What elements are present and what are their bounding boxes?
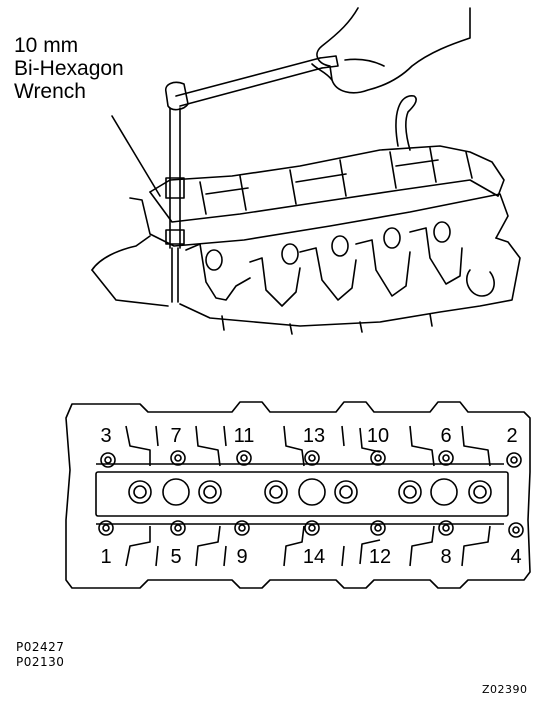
- engine-block-outline: [91, 235, 151, 271]
- figure-code-3: Z02390: [482, 683, 528, 696]
- bolt-number: 4: [510, 546, 521, 568]
- bolt-number: 5: [170, 546, 181, 568]
- bolt-numbers-bottom: 1 5 9 14 12 8 4: [100, 546, 521, 568]
- head-outline-plan: [65, 401, 531, 589]
- bolt-numbers-top: 3 7 11 13 10 6 2: [100, 425, 517, 447]
- head-top-outline: [149, 145, 505, 197]
- hook: [395, 95, 417, 151]
- wrench-label: 10 mm Bi-Hexagon Wrench: [14, 34, 124, 103]
- top-row-bolts: [100, 450, 522, 468]
- head-side-outline: [129, 193, 509, 247]
- wrench-label-line1: 10 mm: [14, 34, 79, 57]
- hand-outline: [316, 7, 471, 94]
- figure-code-2: P02130: [16, 655, 65, 669]
- bolt-number: 13: [303, 425, 325, 447]
- wrench-head: [164, 81, 189, 111]
- bolt-number: 9: [236, 546, 247, 568]
- bolt-number: 12: [369, 546, 391, 568]
- label-leader-line: [111, 115, 161, 197]
- wrench-label-line2: Bi-Hexagon: [14, 57, 124, 80]
- bolt-number: 8: [440, 546, 451, 568]
- bolt-number: 7: [170, 425, 181, 447]
- figure-code-1: P02427: [16, 640, 65, 654]
- bolt-sequence-diagram: [65, 401, 531, 589]
- wrench-handle: [175, 57, 323, 107]
- bottom-row-bolts: [98, 520, 524, 538]
- bolt-number: 6: [440, 425, 451, 447]
- bolt-number: 2: [506, 425, 517, 447]
- center-rail: [95, 471, 509, 517]
- wrench-label-line3: Wrench: [14, 80, 86, 103]
- bolt-number: 11: [234, 425, 255, 447]
- bolt-number: 1: [100, 546, 111, 568]
- bolt-number: 14: [303, 546, 325, 568]
- bolt-number: 10: [367, 425, 389, 447]
- bolt-number: 3: [100, 425, 111, 447]
